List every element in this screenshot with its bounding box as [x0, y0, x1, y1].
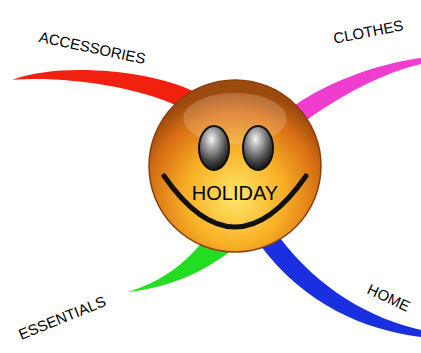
- branch-band: [295, 58, 421, 125]
- smiley-eye: [243, 126, 273, 170]
- sphere-body: [149, 80, 321, 252]
- branch-label: ACCESSORIES: [37, 29, 146, 68]
- branch-label: HOME: [364, 281, 412, 315]
- topic-title: HOLIDAY: [192, 183, 278, 203]
- branch-band: [260, 238, 421, 337]
- topic-circle: HOLIDAY: [147, 78, 323, 254]
- branch-label: CLOTHES: [332, 17, 405, 47]
- smiley-mouth: [164, 176, 306, 227]
- branch-band: [12, 70, 195, 112]
- smiley-eye: [199, 126, 229, 170]
- branch-label: ESSENTIALS: [16, 293, 108, 343]
- smiley-sphere: [147, 78, 323, 254]
